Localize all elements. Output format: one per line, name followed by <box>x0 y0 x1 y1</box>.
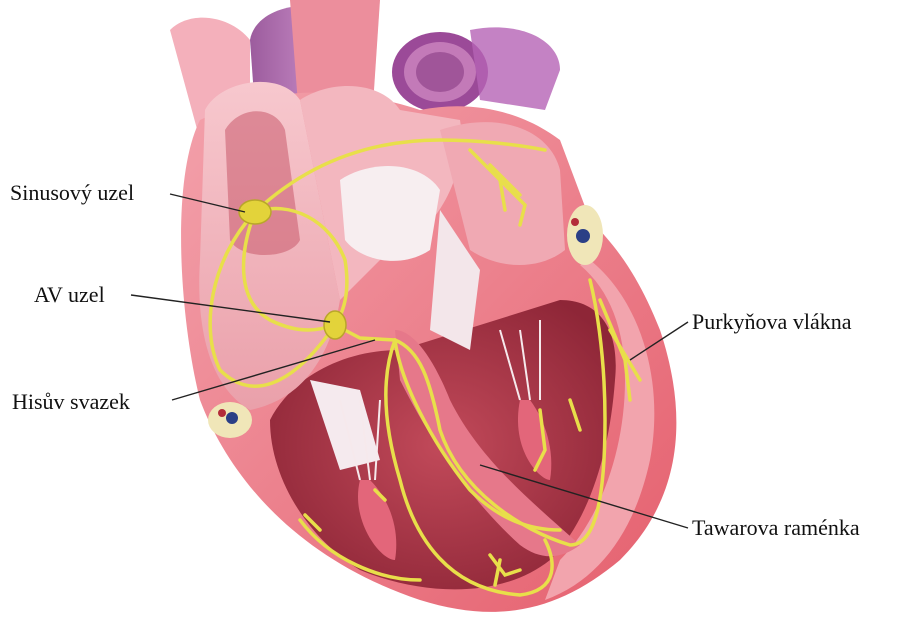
label-purkinje-fibers: Purkyňova vlákna <box>692 310 851 334</box>
label-av-node: AV uzel <box>34 283 105 307</box>
label-bundle-branches: Tawarova raménka <box>692 516 860 540</box>
label-sinoatrial-node: Sinusový uzel <box>10 181 134 205</box>
label-bundle-of-his: Hisův svazek <box>12 390 130 414</box>
av-node-shape <box>324 311 346 339</box>
